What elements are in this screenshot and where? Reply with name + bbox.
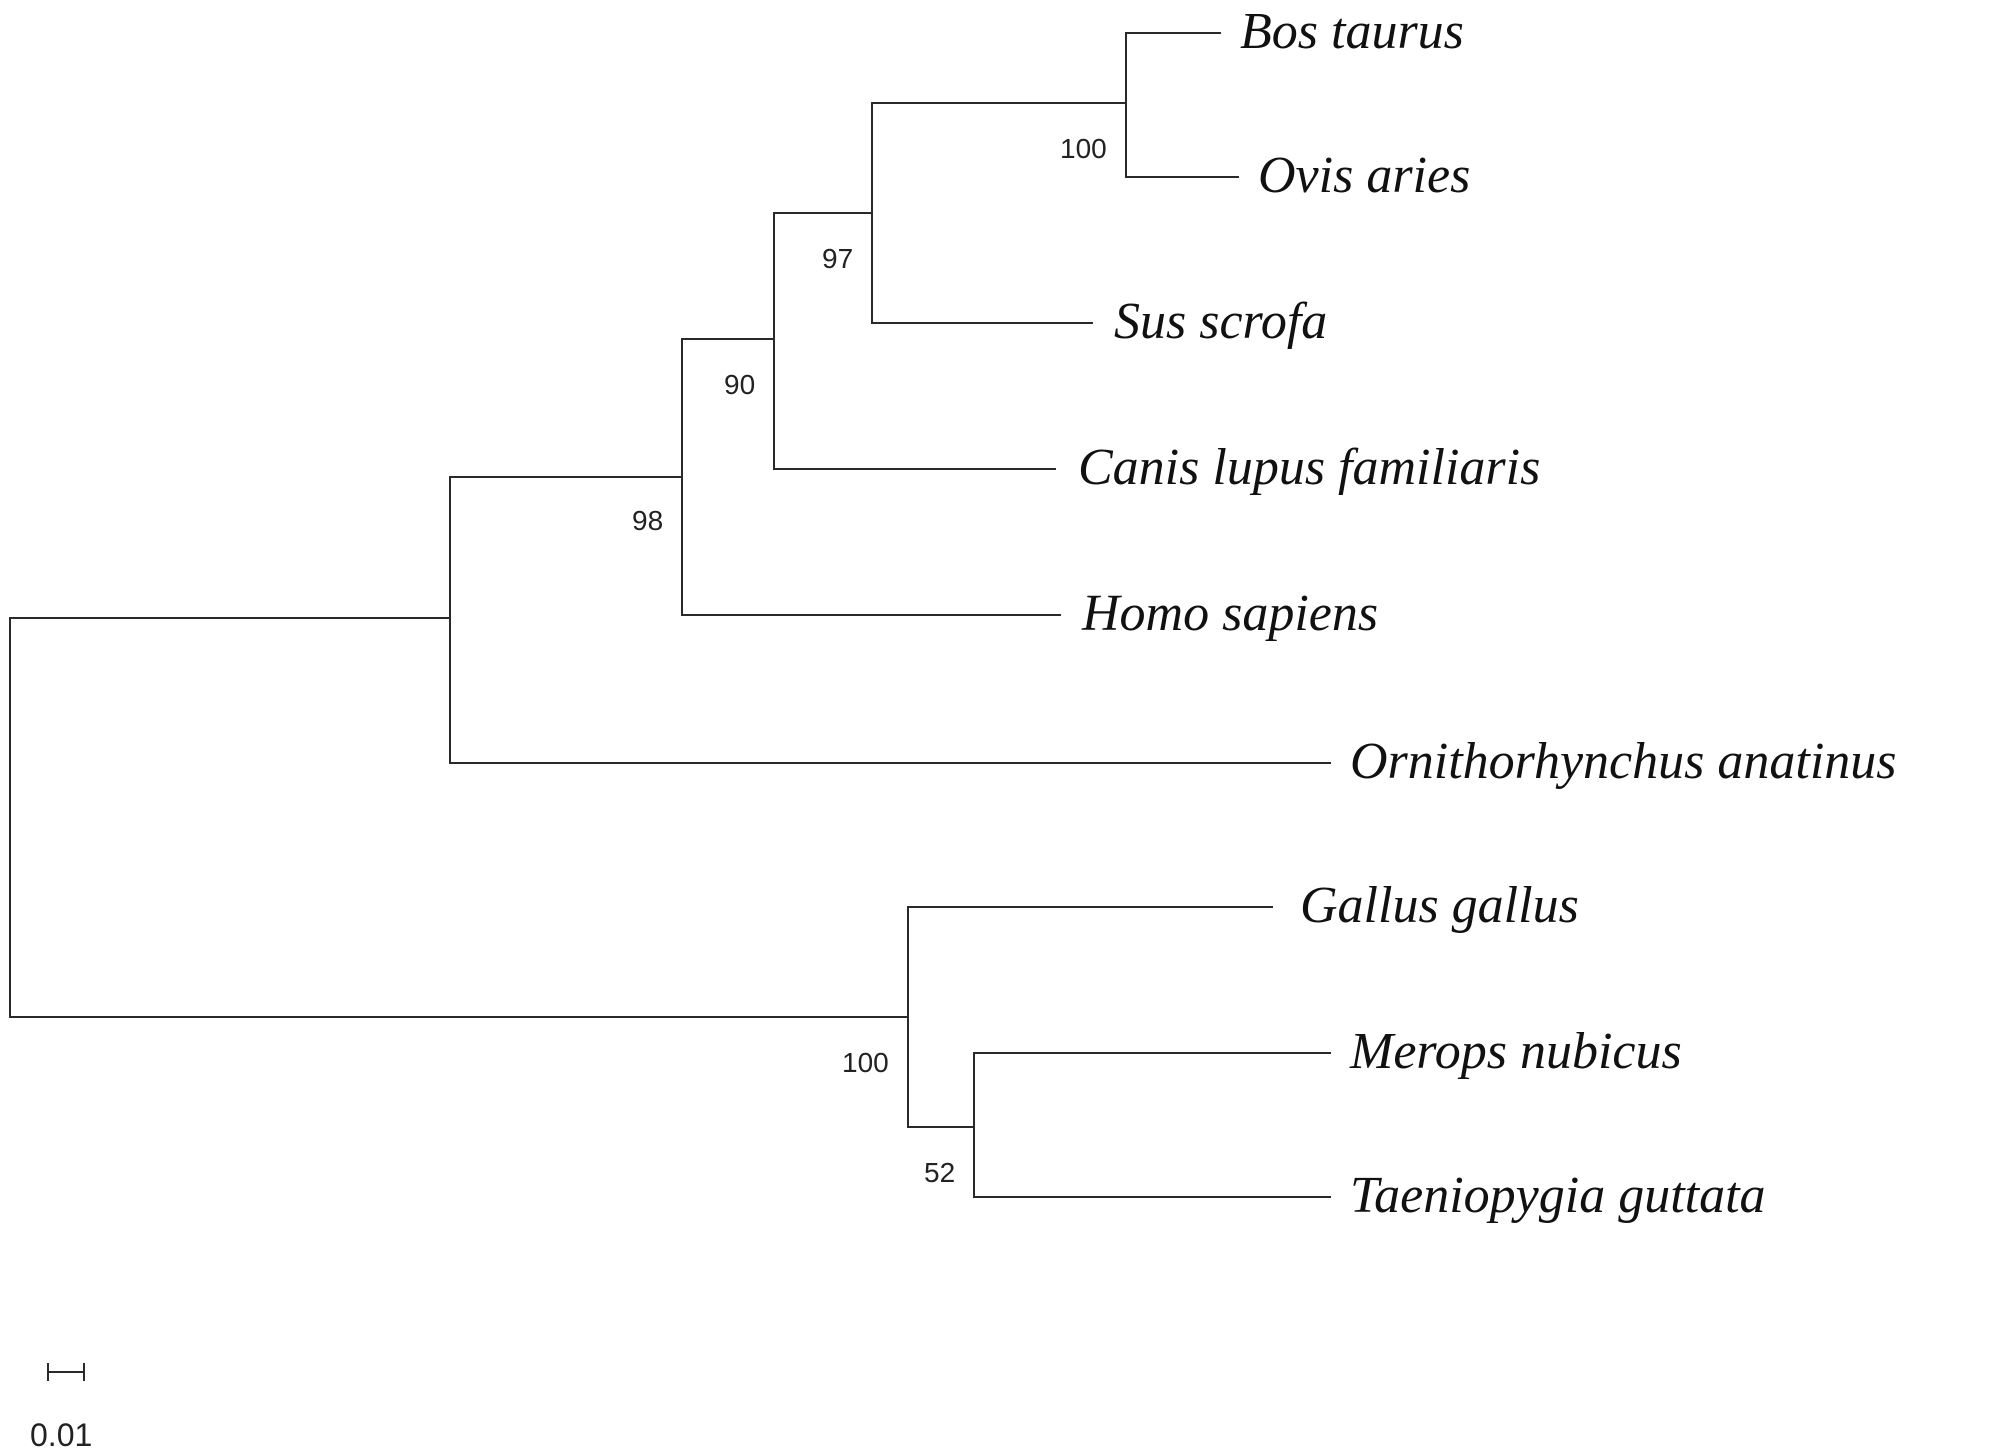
scale-bar-label: 0.01	[30, 1417, 92, 1453]
taxon-label-homo-sapiens: Homo sapiens	[1081, 585, 1378, 642]
support-value-boreoeutheria: 90	[724, 369, 755, 400]
taxon-label-taeniopygia-guttata: Taeniopygia guttata	[1350, 1167, 1766, 1224]
support-value-placentals: 98	[632, 505, 663, 536]
taxon-label-merops-nubicus: Merops nubicus	[1349, 1023, 1682, 1080]
taxon-label-bos-taurus: Bos taurus	[1240, 3, 1464, 60]
taxon-label-canis-lupus-familiaris: Canis lupus familiaris	[1078, 439, 1540, 496]
support-value-merops-taeniopygia: 52	[924, 1157, 955, 1188]
taxon-label-sus-scrofa: Sus scrofa	[1114, 293, 1327, 350]
support-value-bos-ovis: 100	[1060, 133, 1107, 164]
support-values: 100 97 90 98 100 52	[632, 133, 1107, 1188]
taxon-labels: Bos taurus Ovis aries Sus scrofa Canis l…	[1078, 3, 1897, 1224]
scale-bar: 0.01	[30, 1363, 92, 1453]
taxon-label-ornithorhynchus-anatinus: Ornithorhynchus anatinus	[1350, 733, 1897, 790]
support-value-birds: 100	[842, 1047, 889, 1078]
taxon-label-gallus-gallus: Gallus gallus	[1300, 877, 1579, 934]
taxon-label-ovis-aries: Ovis aries	[1258, 147, 1470, 204]
tree-branches	[9, 32, 1331, 1198]
support-value-cetartiodactyla: 97	[822, 243, 853, 274]
